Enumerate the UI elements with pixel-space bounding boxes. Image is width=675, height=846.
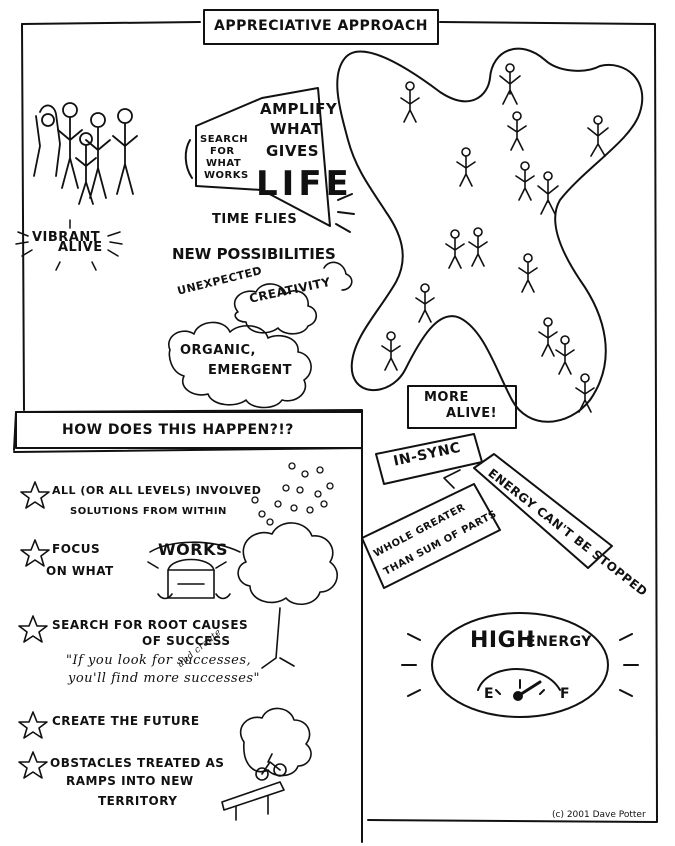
how-item1-line1: ALL (OR ALL LEVELS) INVOLVED bbox=[52, 484, 262, 497]
whole-box bbox=[361, 483, 501, 589]
megaphone-search-1: SEARCH bbox=[200, 134, 249, 145]
time-flies: TIME FLIES bbox=[212, 212, 298, 227]
megaphone-search-2: FOR bbox=[210, 146, 235, 157]
megaphone-gives: GIVES bbox=[266, 142, 320, 160]
energy-gauge bbox=[401, 612, 639, 718]
gauge-e: E bbox=[484, 686, 495, 702]
how-item5-line3: TERRITORY bbox=[98, 794, 178, 808]
more-label: MORE bbox=[424, 390, 469, 405]
how-item3-line1: SEARCH FOR ROOT CAUSES bbox=[52, 618, 249, 632]
gauge-f: F bbox=[560, 686, 571, 702]
organic: ORGANIC, bbox=[180, 343, 256, 358]
megaphone-amplify: AMPLIFY bbox=[260, 100, 338, 118]
page-title: APPRECIATIVE APPROACH bbox=[214, 18, 428, 34]
dots-cluster bbox=[251, 462, 334, 526]
how-item5-line2: RAMPS INTO NEW bbox=[66, 774, 194, 788]
megaphone-life: LIFE bbox=[256, 164, 353, 204]
how-item3-line2: OF SUCCESS bbox=[142, 634, 231, 648]
megaphone-what: WHAT bbox=[270, 120, 322, 138]
creativity-cloud bbox=[233, 261, 353, 335]
works-label: WORKS bbox=[158, 540, 228, 559]
high-label: HIGH bbox=[470, 628, 536, 653]
megaphone-search-3: WHAT bbox=[206, 158, 242, 169]
how-item2-line1: FOCUS bbox=[52, 542, 101, 556]
how-item5-line1: OBSTACLES TREATED AS bbox=[50, 756, 225, 770]
people-group bbox=[33, 102, 138, 205]
ramp-bike bbox=[221, 753, 287, 821]
quote-line2: you'll find more successes" bbox=[68, 671, 261, 686]
title-box bbox=[203, 9, 439, 45]
outer-frame bbox=[21, 21, 658, 823]
treasure-chest bbox=[147, 558, 231, 600]
alive-exclaim: ALIVE! bbox=[446, 406, 498, 421]
bullet-stars bbox=[18, 481, 50, 779]
copyright: (c) 2001 Dave Potter bbox=[552, 810, 646, 820]
how-title: HOW DOES THIS HAPPEN?!? bbox=[62, 422, 294, 438]
how-item1-line2: SOLUTIONS FROM WITHIN bbox=[70, 506, 227, 517]
star-shape bbox=[336, 47, 644, 423]
emergent: EMERGENT bbox=[208, 363, 293, 378]
more-alive-box bbox=[407, 385, 517, 429]
bush bbox=[239, 707, 312, 777]
energy-label: ENERGY bbox=[526, 634, 592, 650]
new-possibilities: NEW POSSIBILITIES bbox=[172, 245, 336, 263]
energy-box bbox=[473, 453, 613, 569]
alive-sparks bbox=[15, 219, 123, 271]
how-item2-line2: ON WHAT bbox=[46, 564, 114, 578]
alive-label: ALIVE bbox=[58, 240, 103, 255]
vibrant-label: VIBRANT bbox=[32, 230, 101, 245]
organic-cloud bbox=[168, 321, 312, 409]
how-item4: CREATE THE FUTURE bbox=[52, 714, 200, 728]
megaphone-search-4: WORKS bbox=[204, 170, 249, 181]
star-people bbox=[381, 63, 609, 413]
tree bbox=[237, 522, 339, 669]
quote-line1: "If you look for successes, bbox=[66, 653, 252, 668]
megaphone bbox=[184, 87, 355, 233]
